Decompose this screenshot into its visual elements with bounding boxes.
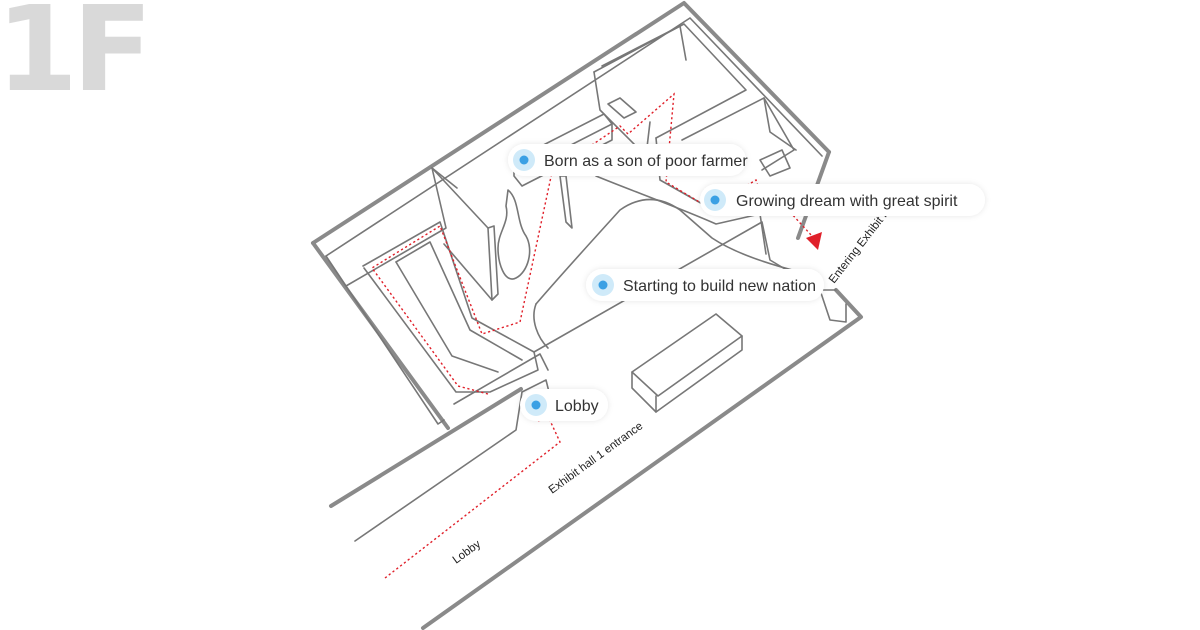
floor-label: 1F [0,0,147,118]
poi-born-farmer: Born as a son of poor farmer [508,144,748,176]
lobby-path-label: Lobby [451,538,484,566]
poi-label: Born as a son of poor farmer [544,153,748,170]
poi-label: Growing dream with great spirit [736,193,958,210]
poi-lobby: Lobby [520,389,608,421]
poi-label: Starting to build new nation [623,278,816,295]
building-outline [311,1,863,630]
poi-growing-dream: Growing dream with great spirit [700,184,985,216]
poi-build-nation: Starting to build new nation [586,269,824,301]
hall1-entrance-label: Exhibit hall 1 entrance [547,420,646,496]
poi-label: Lobby [555,398,599,415]
arrow-icon [806,232,822,250]
